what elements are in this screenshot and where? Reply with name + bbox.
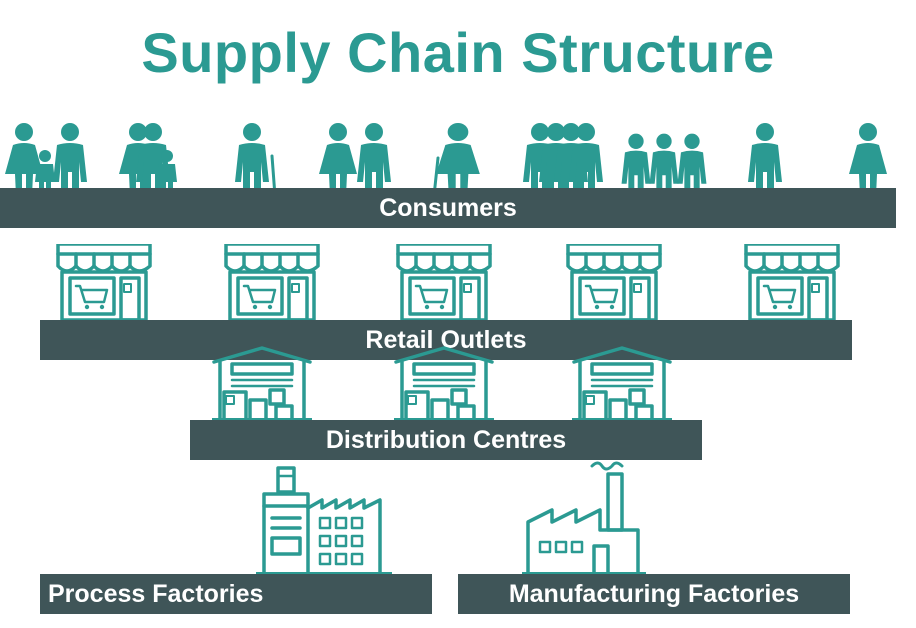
shop-icon-group: [56, 244, 840, 327]
distribution-centres-label: Distribution Centres: [325, 425, 567, 454]
process-factories-label: Process Factories: [48, 579, 264, 608]
manufacturing-factories-bar: Manufacturing Factories: [458, 574, 850, 614]
process-factory-icon: [256, 466, 392, 578]
consumers-label: Consumers: [379, 193, 517, 222]
manufacturing-factories-label: Manufacturing Factories: [508, 579, 800, 608]
diagram-title: Supply Chain Structure: [141, 21, 775, 84]
process-factories-bar: Process Factories: [40, 574, 432, 614]
warehouse-icon-group: [210, 346, 674, 425]
distribution-centres-bar: Distribution Centres: [190, 420, 702, 460]
consumers-bar: Consumers: [0, 188, 896, 228]
manufacturing-factory-icon: [522, 461, 646, 578]
retail-outlets-bar: Retail Outlets: [40, 320, 852, 360]
people-icon-group: [5, 123, 887, 198]
